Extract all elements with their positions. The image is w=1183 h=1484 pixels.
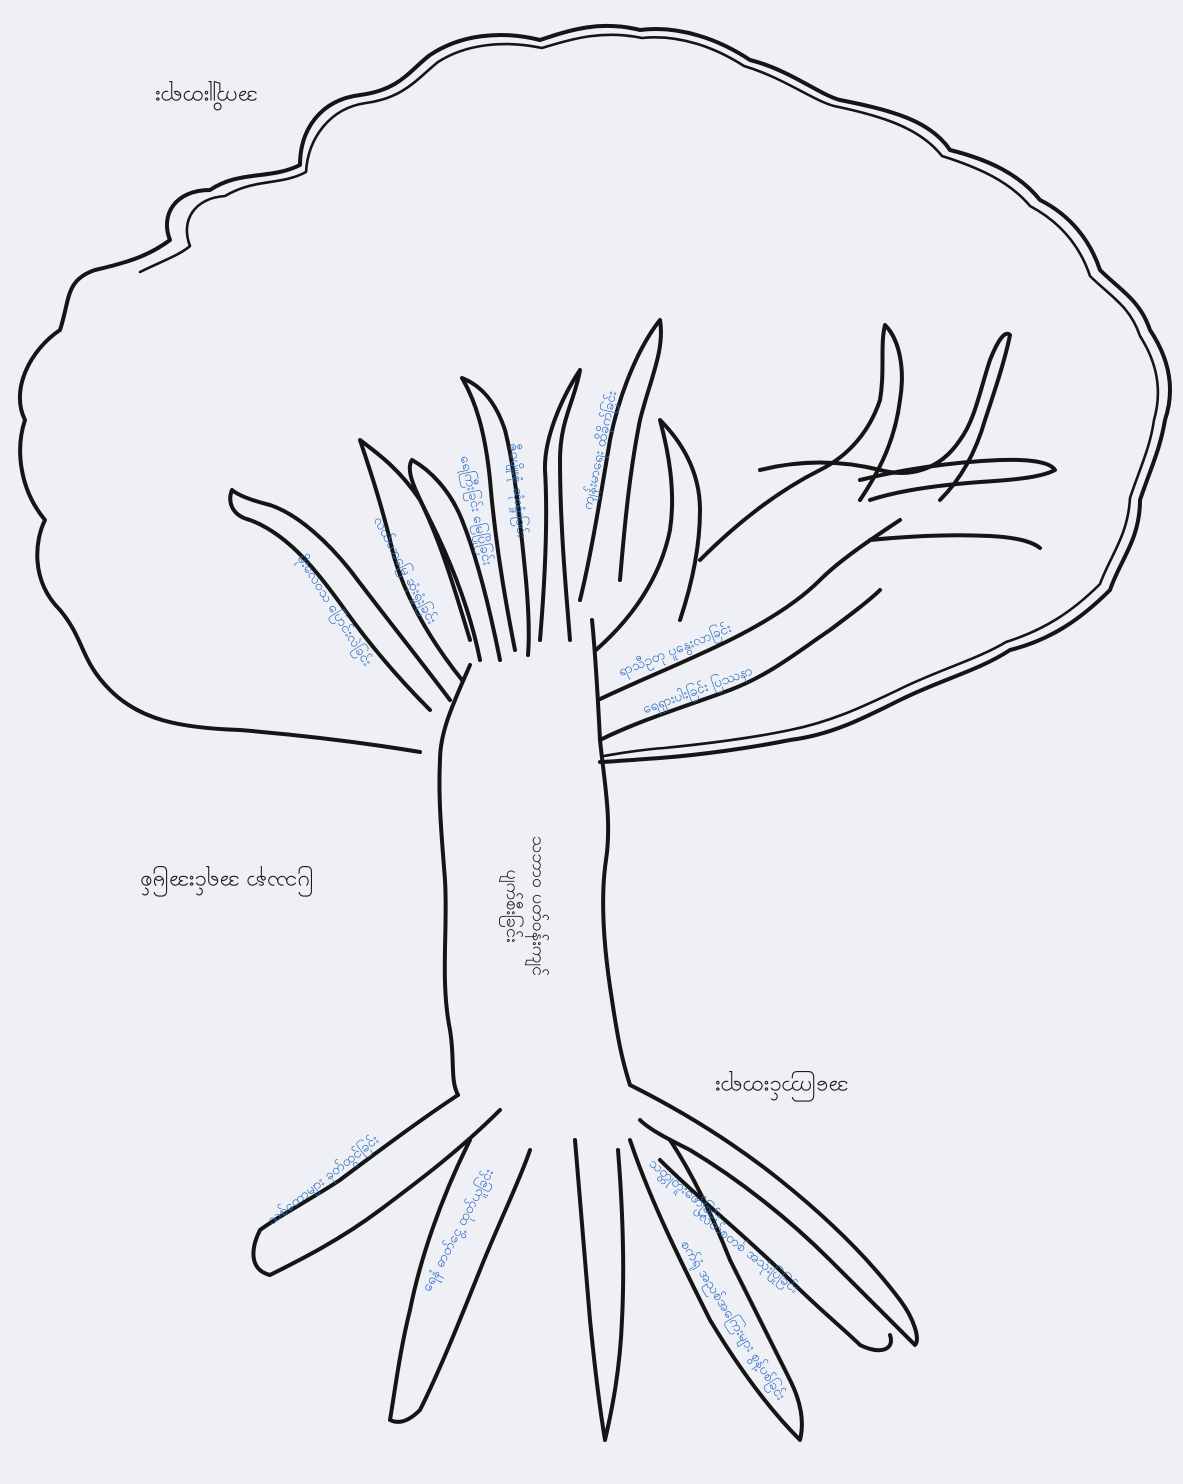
branch-right-7 xyxy=(870,535,1040,548)
trunk-text-line1: သဘာဝ ပတ်ဝန်းကျင် xyxy=(525,781,551,1031)
branch-right-3 xyxy=(596,420,700,650)
roots-side-label: အကြောင်းတရား xyxy=(715,1070,848,1103)
branch-left-2 xyxy=(360,440,470,680)
crown-label: အကျိုးတရား xyxy=(155,80,258,113)
trunk-text-line2: ပျက်စီးခြင်း xyxy=(499,781,525,1031)
trunk-text: သဘာဝ ပတ်ဝန်းကျင် ပျက်စီးခြင်း xyxy=(499,781,551,1031)
root-5 xyxy=(630,1085,917,1345)
trunk-left xyxy=(439,665,470,1095)
trunk-side-label: ပြဿနာ အရင်းအမြစ် xyxy=(140,865,313,898)
root-2 xyxy=(390,1140,530,1422)
root-3 xyxy=(575,1140,623,1440)
root-1 xyxy=(253,1095,500,1275)
branch-left-5 xyxy=(540,370,580,640)
branch-right-4 xyxy=(700,325,902,560)
